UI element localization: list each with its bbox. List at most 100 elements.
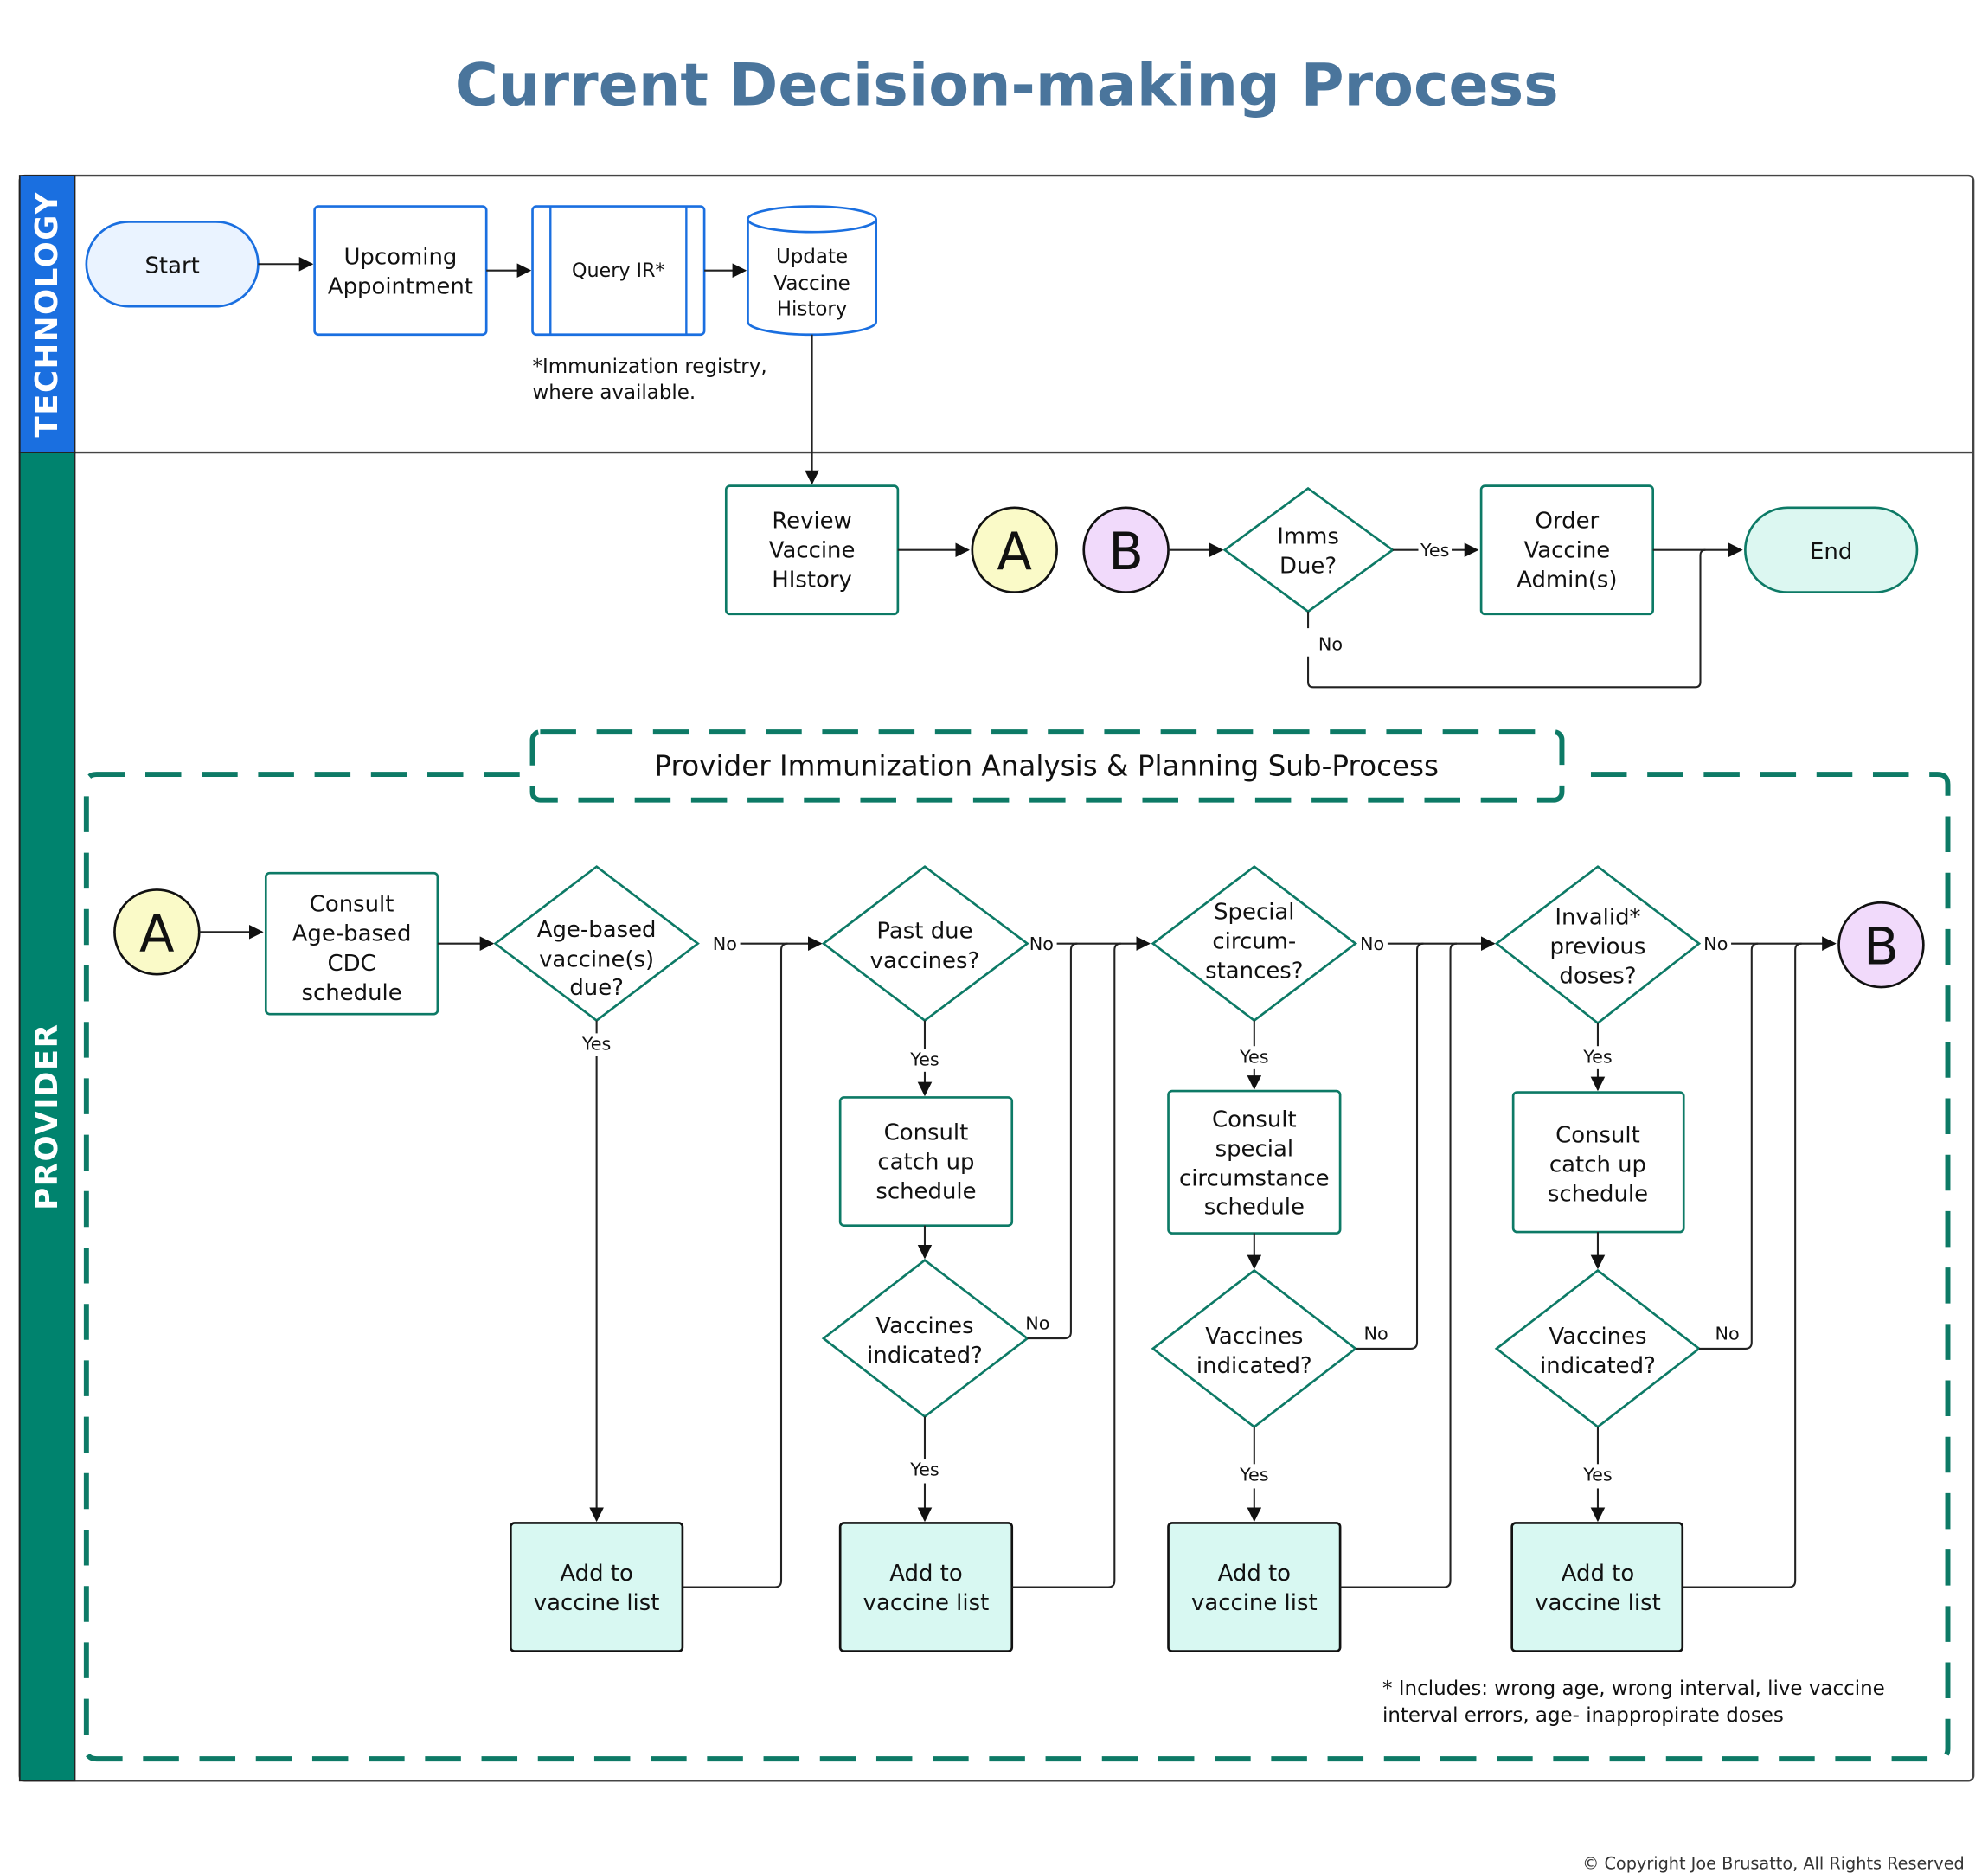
consult-cdc-label-4: schedule xyxy=(302,980,402,1006)
catchup1-label-3: schedule xyxy=(875,1179,976,1205)
lane-technology: TECHNOLOGY xyxy=(18,175,76,453)
indicated3-label-2: indicated? xyxy=(1540,1353,1656,1379)
catchup1-label-2: catch up xyxy=(877,1149,974,1175)
consult-special-label-1: Consult xyxy=(1212,1107,1297,1133)
connector-b-sub-circle xyxy=(1837,901,1925,989)
add-label-3a: Add to xyxy=(1218,1561,1291,1587)
indicated3-label-1: Vaccines xyxy=(1549,1324,1646,1350)
connector-a-sub[interactable]: A xyxy=(113,888,201,976)
consult-catchup-node-1[interactable]: Consult catch up schedule xyxy=(838,1096,1014,1227)
past-due-decision[interactable]: Past due vaccines? xyxy=(821,865,1029,1023)
start-node[interactable]: Start xyxy=(85,221,260,308)
imms-diamond xyxy=(1222,486,1395,613)
age-based-yes-label: Yes xyxy=(581,1034,611,1055)
age-based-no-label: No xyxy=(713,933,737,954)
special-circumstances-decision[interactable]: Special circum- stances? xyxy=(1151,865,1358,1023)
add-to-list-node-2[interactable]: Add to vaccine list xyxy=(838,1522,1014,1652)
catchup2-label-2: catch up xyxy=(1549,1151,1646,1177)
subprocess-title-border xyxy=(529,729,1565,803)
copyright: © Copyright Joe Brusatto, All Rights Res… xyxy=(1582,1854,1965,1873)
edge-indicated3-no xyxy=(1699,942,1759,1350)
indicated2-label-1: Vaccines xyxy=(1205,1324,1303,1350)
special-no-label: No xyxy=(1360,933,1384,954)
edge-add3-return xyxy=(1340,942,1458,1588)
query-label: Query IR* xyxy=(572,260,665,282)
consult-catchup-shape-1 xyxy=(838,1096,1014,1227)
add-label-4b: vaccine list xyxy=(1535,1590,1661,1616)
consult-special-label-3: circumstance xyxy=(1179,1166,1330,1192)
database-top xyxy=(747,205,878,234)
vaccines-indicated-decision-1[interactable]: Vaccines indicated? xyxy=(821,1258,1029,1419)
past-due-diamond xyxy=(821,865,1029,1023)
special-yes-label: Yes xyxy=(1239,1046,1268,1067)
end-node[interactable]: End xyxy=(1744,506,1919,593)
lane-label-technology: TECHNOLOGY xyxy=(29,191,65,438)
edge-add1-return xyxy=(682,942,788,1588)
age-based-decision[interactable]: Age-based vaccine(s) due? xyxy=(493,865,700,1023)
special-label-3: stances? xyxy=(1205,959,1303,985)
lane-provider: PROVIDER xyxy=(18,452,76,1782)
connector-b-top[interactable]: B xyxy=(1082,506,1170,593)
indicated1-no-label: No xyxy=(1025,1313,1049,1334)
connector-a-circle xyxy=(971,506,1058,593)
indicated2-no-label: No xyxy=(1363,1324,1388,1344)
page-title: Current Decision-making Process xyxy=(455,52,1559,120)
past-due-label-1: Past due xyxy=(876,919,972,945)
vaccines-indicated-decision-3[interactable]: Vaccines indicated? xyxy=(1494,1268,1702,1428)
consult-special-label-2: special xyxy=(1215,1137,1293,1163)
subprocess-title-box: Provider Immunization Analysis & Plannin… xyxy=(529,729,1565,803)
indicated3-yes-label: Yes xyxy=(1582,1465,1612,1485)
review-label-3: HIstory xyxy=(772,568,852,593)
add-shape-1 xyxy=(510,1522,684,1652)
indicated3-no-label: No xyxy=(1715,1324,1740,1344)
upcoming-label-2: Appointment xyxy=(328,273,473,299)
subprocess-boundary xyxy=(83,772,1951,1762)
end-label: End xyxy=(1810,539,1852,565)
age-based-label-3: due? xyxy=(569,975,624,1001)
edge-indicated2-no xyxy=(1355,942,1424,1350)
start-label: Start xyxy=(144,253,199,279)
add-shape-3 xyxy=(1167,1522,1342,1652)
invalid-label-3: doses? xyxy=(1559,964,1636,990)
connector-a-sub-label: A xyxy=(139,904,175,964)
special-diamond xyxy=(1151,865,1358,1023)
consult-special-node[interactable]: Consult special circumstance schedule xyxy=(1167,1089,1342,1235)
age-based-diamond xyxy=(493,865,700,1023)
order-vaccine-node[interactable]: Order Vaccine Admin(s) xyxy=(1479,484,1655,616)
consult-cdc-label-3: CDC xyxy=(328,951,376,977)
consult-cdc-label-1: Consult xyxy=(310,892,394,918)
connector-a-top[interactable]: A xyxy=(971,506,1058,593)
query-ir-node[interactable]: Query IR* xyxy=(531,205,706,337)
add-to-list-node-3[interactable]: Add to vaccine list xyxy=(1167,1522,1342,1652)
imms-label-2: Due? xyxy=(1279,553,1337,579)
imms-no-label: No xyxy=(1318,633,1343,654)
footnote-line-2: interval errors, age- inappropirate dose… xyxy=(1382,1704,1784,1727)
lane-header-technology xyxy=(18,175,76,453)
invalid-label-1: Invalid* xyxy=(1555,904,1640,930)
subprocess-title: Provider Immunization Analysis & Plannin… xyxy=(654,750,1439,783)
add-label-2b: vaccine list xyxy=(863,1590,990,1616)
add-to-list-node-4[interactable]: Add to vaccine list xyxy=(1510,1522,1684,1652)
edge-imms-no-b xyxy=(1307,548,1706,689)
registry-note-1: *Immunization registry, xyxy=(533,356,767,378)
connector-b-sub[interactable]: B xyxy=(1837,901,1925,989)
consult-cdc-node[interactable]: Consult Age-based CDC schedule xyxy=(264,871,439,1016)
indicated1-yes-label: Yes xyxy=(909,1459,939,1480)
add-to-list-node-1[interactable]: Add to vaccine list xyxy=(510,1522,684,1652)
imms-due-decision[interactable]: Imms Due? xyxy=(1222,486,1395,613)
past-due-no-label: No xyxy=(1029,933,1054,954)
indicated2-label-2: indicated? xyxy=(1196,1353,1312,1379)
consult-catchup-node-2[interactable]: Consult catch up schedule xyxy=(1511,1091,1685,1234)
upcoming-appointment-node[interactable]: Upcoming Appointment xyxy=(313,205,488,337)
connector-b-label: B xyxy=(1108,522,1144,581)
update-label-3: History xyxy=(777,298,848,321)
indicated1-label-1: Vaccines xyxy=(875,1313,973,1339)
update-vaccine-history-node[interactable]: Update Vaccine History xyxy=(747,205,878,337)
add-label-2a: Add to xyxy=(889,1561,962,1587)
add-label-1a: Add to xyxy=(560,1561,632,1587)
invalid-label-2: previous xyxy=(1550,934,1646,960)
review-vaccine-history-node[interactable]: Review Vaccine HIstory xyxy=(724,484,900,616)
add-shape-2 xyxy=(838,1522,1014,1652)
review-label-1: Review xyxy=(772,509,851,535)
